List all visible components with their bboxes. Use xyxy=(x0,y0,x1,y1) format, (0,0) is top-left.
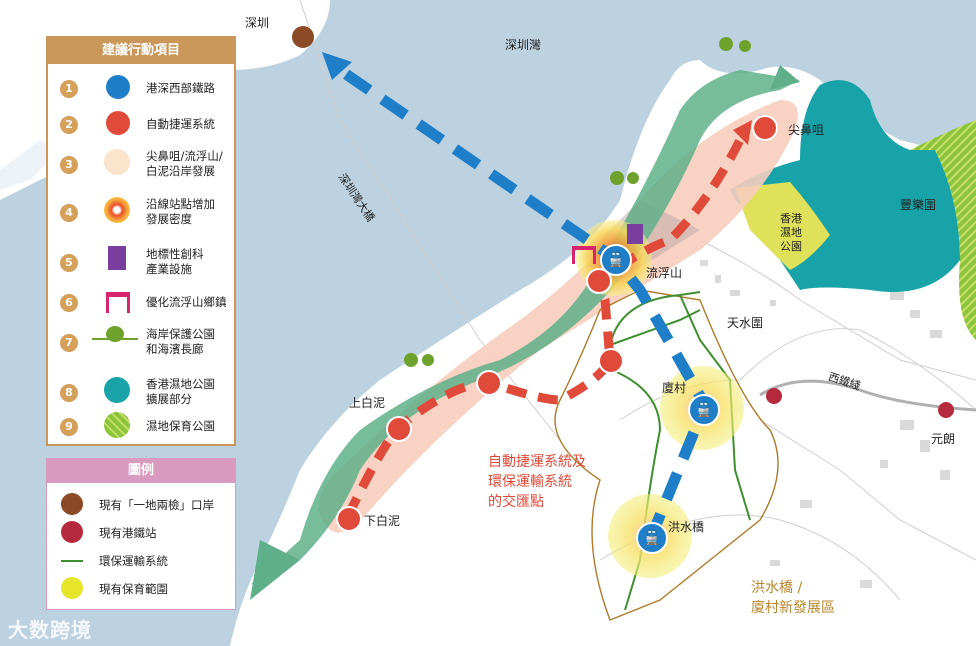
mtr-station-icon xyxy=(61,521,85,545)
action-label: 沿線站點增加 發展密度 xyxy=(146,197,215,226)
action-label: 優化流浮山鄉鎮 xyxy=(146,295,227,309)
action-label: 海岸保護公園 和海濱長廊 xyxy=(146,327,215,356)
label-interchange-note: 自動捷運系統及 環保運輸系統 的交匯點 xyxy=(488,454,586,510)
mtr-station-yuen-long-icon[interactable] xyxy=(938,402,954,418)
action-number: 9 xyxy=(60,418,78,436)
action-label: 尖鼻咀/流浮山/ 白泥沿岸發展 xyxy=(146,149,223,178)
nda-boundary xyxy=(554,289,779,621)
building-blocks xyxy=(700,260,950,588)
action-label: 地標性創科 產業設施 xyxy=(146,247,204,276)
rail-link-icon xyxy=(92,72,152,102)
action-item-4: 4 沿線站點增加 發展密度 xyxy=(48,194,234,228)
actions-panel-title: 建議行動項目 xyxy=(48,38,234,64)
apm-stop-interchange-icon[interactable] xyxy=(598,348,624,374)
coastal-park-tree-icon xyxy=(92,324,152,354)
legend-label: 環保運輸系統 xyxy=(99,554,168,568)
station-ha-tsuen-icon[interactable]: 🚆 xyxy=(688,394,720,426)
apm-tram-icon xyxy=(92,108,152,138)
label-lower-pak-nai: 下白泥 xyxy=(364,514,401,528)
legend-label: 現有「一地兩檢」口岸 xyxy=(99,498,214,512)
action-number: 5 xyxy=(60,254,78,272)
tree-icons xyxy=(404,37,751,367)
label-tsim-bei-tsui: 尖鼻咀 xyxy=(788,123,825,137)
action-number: 6 xyxy=(60,294,78,312)
label-lau-fau-shan: 流浮山 xyxy=(646,266,683,280)
actions-panel: 建議行動項目 1 港深西部鐵路 2 自動捷運系統 3 尖鼻咀/流浮山/ 白泥沿岸… xyxy=(46,36,236,446)
action-number: 2 xyxy=(60,116,78,134)
label-fung-lok-wai: 豐樂圍 xyxy=(900,198,937,212)
action-item-6: 6 優化流浮山鄉鎮 xyxy=(48,286,234,320)
action-item-2: 2 自動捷運系統 xyxy=(48,108,234,142)
legend-item-checkpoint: 現有「一地兩檢」口岸 xyxy=(47,493,235,519)
green-transport-arrow-icon xyxy=(61,549,85,573)
watermark: 大数跨境 xyxy=(8,618,92,642)
action-number: 8 xyxy=(60,384,78,402)
action-number: 4 xyxy=(60,204,78,222)
apm-arrow-head xyxy=(733,120,752,145)
label-shenzhen-bay: 深圳灣 xyxy=(505,38,542,52)
checkpoint-icon xyxy=(292,26,314,48)
hk-wetland-park-area xyxy=(735,182,830,270)
action-item-3: 3 尖鼻咀/流浮山/ 白泥沿岸發展 xyxy=(48,146,234,180)
action-number: 3 xyxy=(60,156,78,174)
landmark-building-icon xyxy=(627,224,643,244)
station-hung-shui-kiu-icon[interactable]: 🚆 xyxy=(636,522,668,554)
action-label: 濕地保育公園 xyxy=(146,419,215,433)
action-number: 7 xyxy=(60,334,78,352)
legend-label: 現有保育範圍 xyxy=(99,582,168,596)
township-gate-icon xyxy=(572,246,596,264)
action-item-7: 7 海岸保護公園 和海濱長廊 xyxy=(48,324,234,358)
legend-panel: 圖例 現有「一地兩檢」口岸 現有港鐵站 環保運輸系統 現有保育範圍 xyxy=(46,458,236,610)
action-label: 港深西部鐵路 xyxy=(146,81,215,95)
landmark-building-icon xyxy=(92,244,152,274)
label-ha-tsuen: 廈村 xyxy=(662,381,687,395)
action-item-9: 9 濕地保育公園 xyxy=(48,410,234,444)
legend-item-conservation: 現有保育範圍 xyxy=(47,577,235,603)
wetland-conservation-area xyxy=(910,120,976,340)
label-upper-pak-nai: 上白泥 xyxy=(349,396,386,410)
township-gate-icon xyxy=(92,286,152,316)
mtr-station-tin-shui-wai-icon[interactable] xyxy=(766,388,782,404)
coastal-development-icon xyxy=(92,146,152,176)
label-nda-note: 洪水橋 / 廈村新發展區 xyxy=(751,580,835,616)
apm-stop-lower-pak-nai-icon[interactable] xyxy=(336,506,362,532)
legend-label: 現有港鐵站 xyxy=(99,526,157,540)
label-yuen-long: 元朗 xyxy=(931,432,956,446)
label-hk-wetland-park: 香港 濕地 公園 xyxy=(780,212,802,253)
label-shenzhen: 深圳 xyxy=(245,16,270,30)
action-item-1: 1 港深西部鐵路 xyxy=(48,72,234,106)
label-tin-shui-wai: 天水圍 xyxy=(727,316,764,330)
apm-stop-upper-pak-nai-icon[interactable] xyxy=(386,416,412,442)
existing-conservation-icon xyxy=(61,577,85,601)
action-label: 自動捷運系統 xyxy=(146,117,215,131)
label-hung-shui-kiu: 洪水橋 xyxy=(668,520,705,534)
coastal-park-strip xyxy=(250,70,800,585)
action-item-5: 5 地標性創科 產業設施 xyxy=(48,244,234,278)
wetland-extension-icon xyxy=(92,374,152,404)
checkpoint-icon xyxy=(61,493,85,517)
apm-stop-lau-fau-shan-icon[interactable] xyxy=(586,268,612,294)
legend-item-green-transport: 環保運輸系統 xyxy=(47,549,235,575)
coastal-development-area xyxy=(318,100,798,533)
apm-stop-mid-icon[interactable] xyxy=(476,370,502,396)
action-number: 1 xyxy=(60,80,78,98)
legend-panel-title: 圖例 xyxy=(47,459,235,483)
wetland-conservation-icon xyxy=(92,410,152,440)
density-increase-icon xyxy=(92,194,152,224)
action-label: 香港濕地公園 擴展部分 xyxy=(146,377,215,406)
action-item-8: 8 香港濕地公園 擴展部分 xyxy=(48,374,234,408)
legend-item-mtr: 現有港鐵站 xyxy=(47,521,235,547)
rail-arrow-head xyxy=(322,52,352,80)
west-rail-line xyxy=(759,379,976,412)
apm-stop-tsim-bei-tsui-icon[interactable] xyxy=(752,115,778,141)
